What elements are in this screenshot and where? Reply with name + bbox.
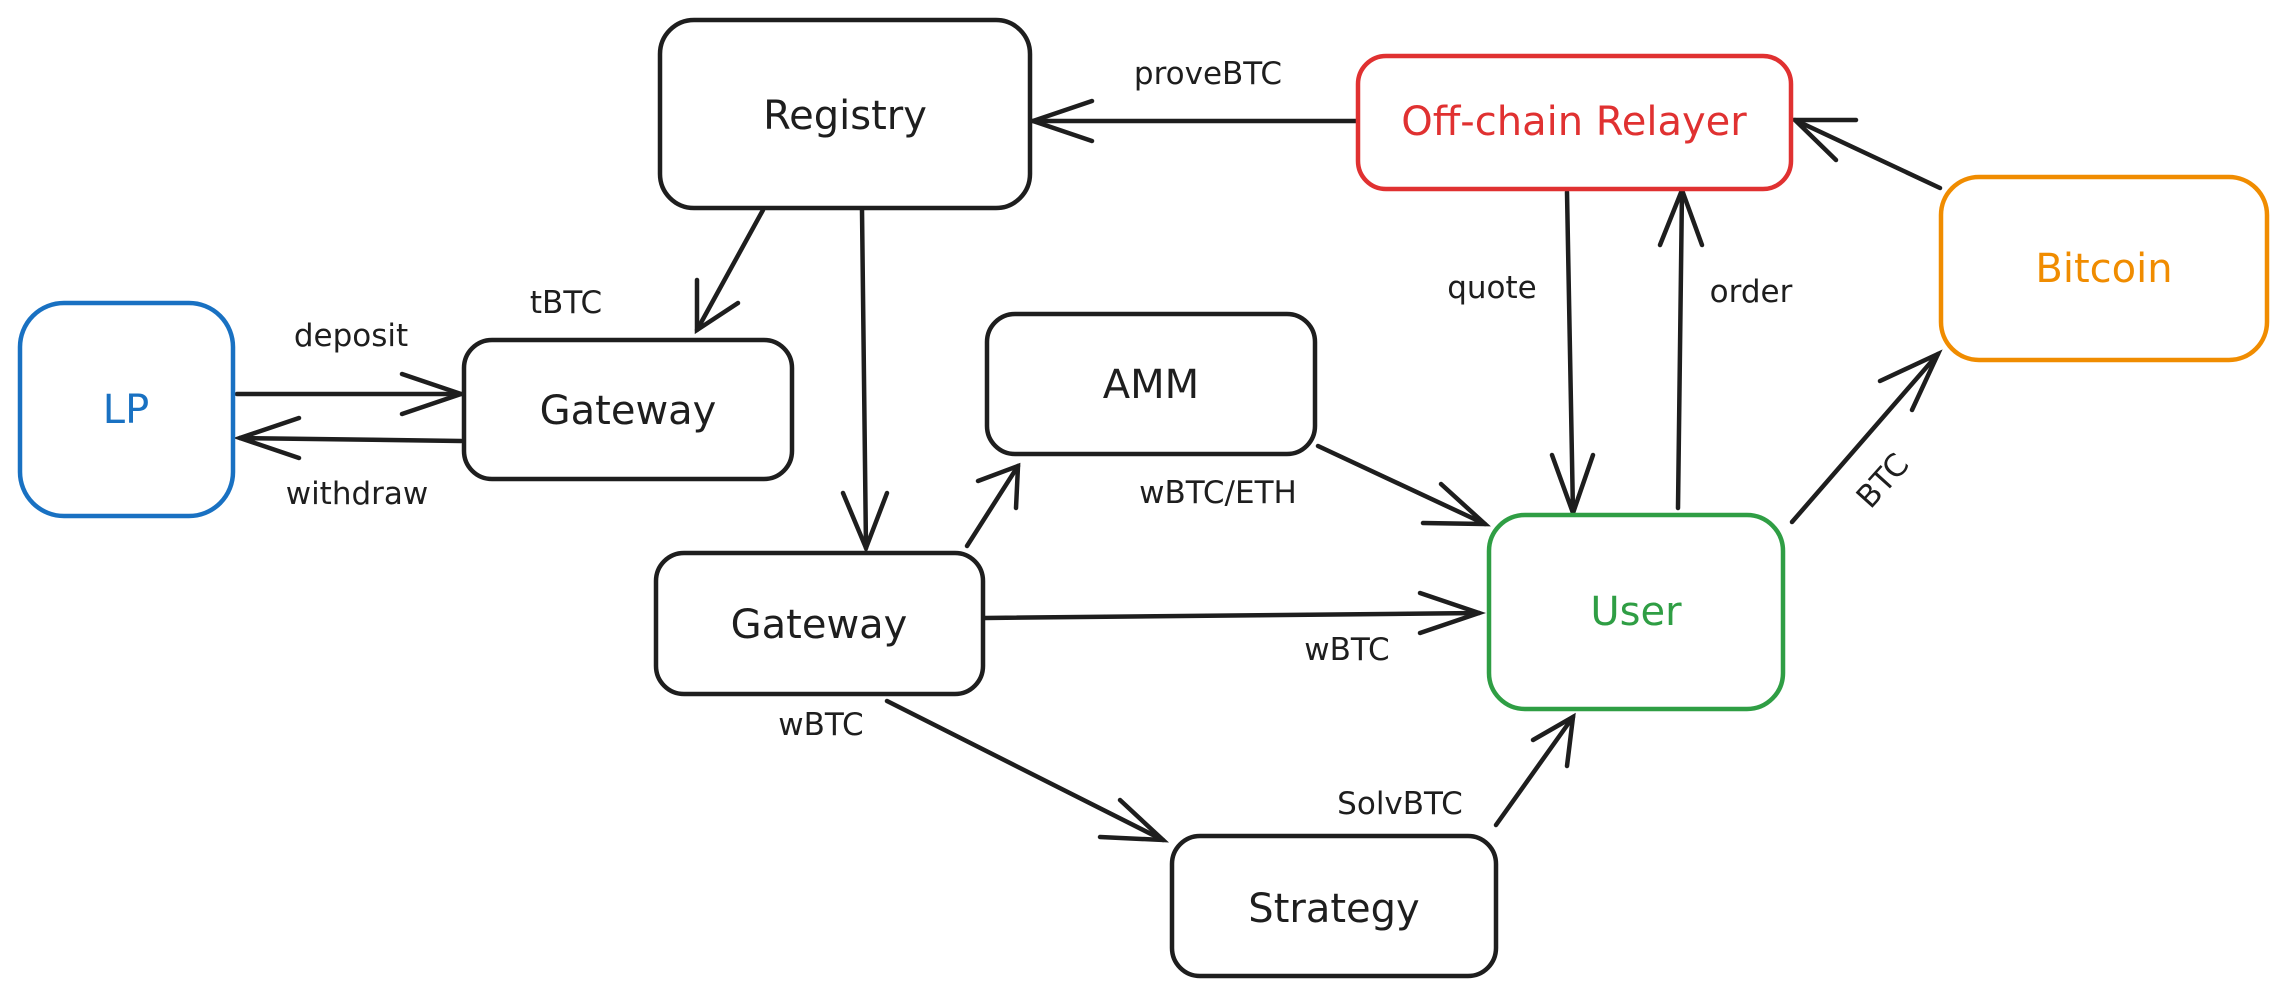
edge-relayer-to-registry [1025,98,1359,144]
edge-gateway-to-lp [232,415,464,461]
edge-label-solv-btc: SolvBTC [1337,786,1463,822]
node-label-relayer: Off-chain Relayer [1401,99,1747,145]
edge-gateway-to-user [982,590,1487,636]
edge-registry-to-gateway-bottom [840,207,890,555]
edge-relayer-to-user [1549,189,1596,520]
node-label-bitcoin: Bitcoin [2035,246,2172,292]
node-label-gateway-top: Gateway [540,388,717,434]
node-label-registry: Registry [763,93,927,139]
edge-strategy-to-user [1493,712,1576,828]
edge-label-order: order [1710,274,1793,310]
node-amm: AMM [984,311,1318,457]
node-label-strategy: Strategy [1248,886,1419,932]
edge-bitcoin-to-relayer [1789,117,1943,191]
edge-user-to-relayer [1657,183,1705,511]
edge-label-wbtc-strategy: wBTC [778,707,863,743]
edge-label-wbtc-user: wBTC [1304,632,1389,668]
edge-lp-to-gateway [234,371,469,417]
edge-label-tbtc: tBTC [530,285,602,321]
edge-gateway-to-amm [964,462,1021,549]
edge-amm-to-user [1315,443,1491,527]
node-label-lp: LP [103,387,149,433]
edge-label-quote: quote [1447,270,1537,306]
node-label-gateway-bottom: Gateway [731,602,908,648]
edge-user-to-bitcoin [1789,349,1943,525]
node-registry: Registry [657,17,1033,211]
edge-label-wbtc-eth: wBTC/ETH [1139,475,1297,511]
node-bitcoin: Bitcoin [1938,174,2270,363]
edge-label-btc: BTC [1850,447,1917,516]
edge-registry-to-gateway-top [694,207,766,335]
edge-label-withdraw: withdraw [286,476,429,512]
edge-gateway-to-strategy [884,698,1170,843]
node-gateway-bottom: Gateway [653,550,986,697]
node-label-user: User [1590,589,1682,635]
node-relayer: Off-chain Relayer [1355,53,1794,192]
nodes: Registry Off-chain Relayer Bitcoin LP Ga… [17,17,2270,979]
node-lp: LP [17,300,236,519]
node-gateway-top: Gateway [461,337,795,482]
edge-label-prove-btc: proveBTC [1134,56,1282,92]
node-label-amm: AMM [1103,362,1199,408]
edge-label-deposit: deposit [294,318,408,354]
node-strategy: Strategy [1169,833,1499,979]
node-user: User [1486,512,1786,712]
